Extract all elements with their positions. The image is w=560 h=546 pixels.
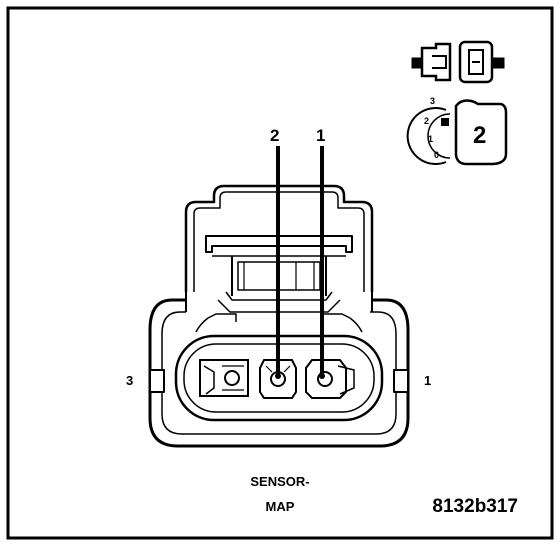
callout-label-1: 1 [316,126,325,145]
connector-mating-icon [411,40,505,84]
leader-dot-2 [275,373,281,379]
connector-name-line1: SENSOR- [250,474,309,489]
figure-id: 8132b317 [432,496,518,517]
terminal-cavity-3 [199,359,249,397]
connector-name-line2: MAP [266,499,295,514]
key-badge-text: 2 [473,122,486,149]
key-scale-2: 2 [424,116,429,126]
cavity-end-label-left: 3 [126,373,133,388]
key-scale-3: 3 [430,96,435,106]
cavity-end-label-right: 1 [424,373,431,388]
key-marker-icon [441,118,449,126]
callout-label-2: 2 [270,126,279,145]
key-scale-1: 1 [428,134,433,144]
callout-leaders [276,146,324,374]
key-scale-0: 0 [434,150,439,160]
connector-key-icon: 2 3 2 1 0 [406,96,508,166]
leader-dot-1 [319,373,325,379]
terminal-cavity-1 [305,359,355,399]
